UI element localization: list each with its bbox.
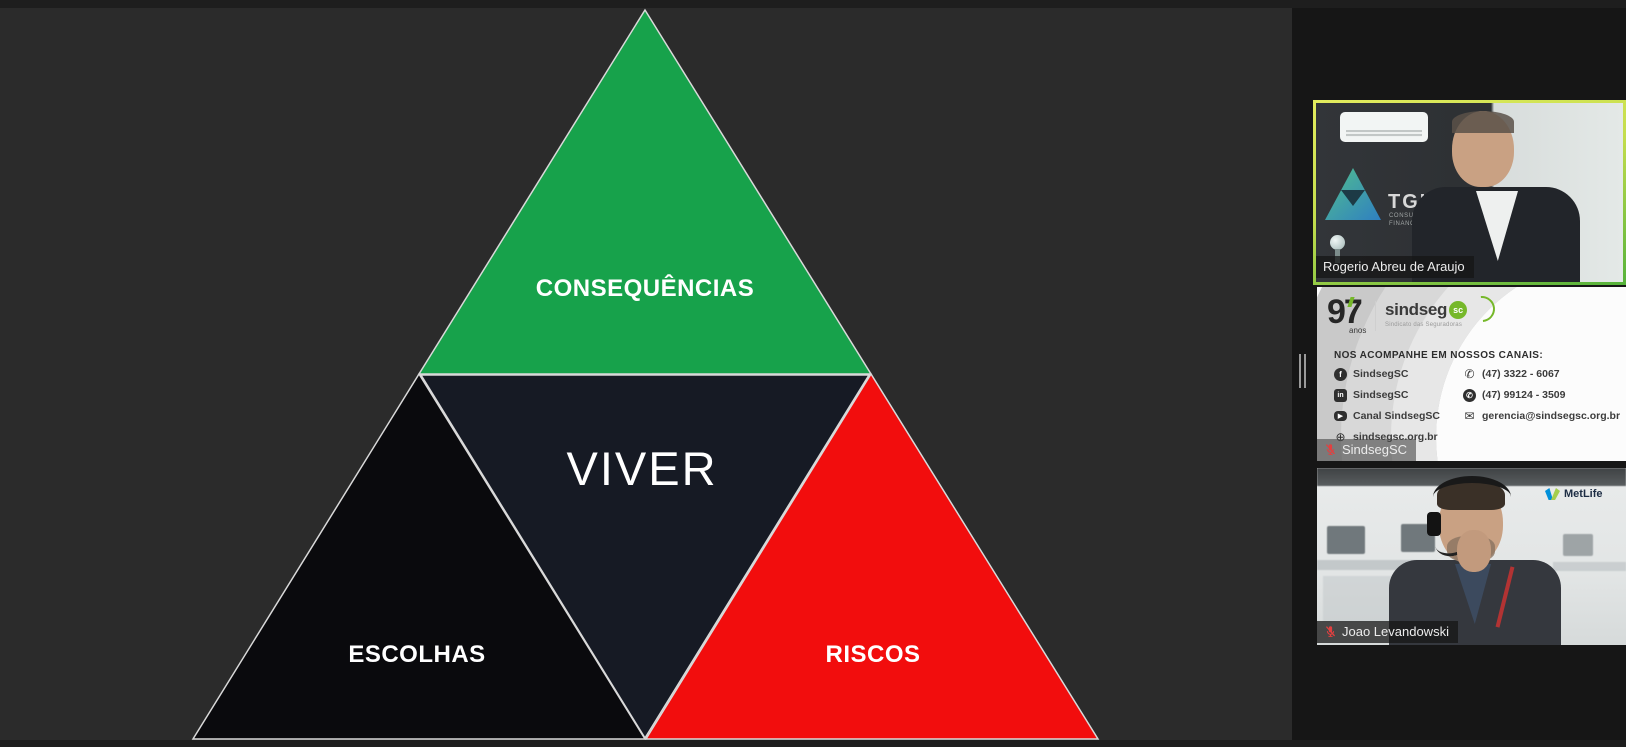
channel-row-youtube: ▶ Canal SindsegSC <box>1334 409 1440 423</box>
mic-muted-icon <box>1325 444 1336 455</box>
headset-band <box>1433 476 1511 518</box>
channels-column-social: f SindsegSC in SindsegSC ▶ Canal Sindseg… <box>1334 367 1440 444</box>
channels-column-contact: ✆ (47) 3322 - 6067 ✆ (47) 99124 - 3509 ✉… <box>1463 367 1620 423</box>
hand-over-mouth <box>1457 530 1491 572</box>
label-escolhas: ESCOLHAS <box>348 641 486 668</box>
email-icon: ✉ <box>1464 409 1475 423</box>
shared-screen-slide: CONSEQUÊNCIAS VIVER ESCOLHAS RISCOS <box>0 8 1292 740</box>
pyramid-diagram <box>191 8 1100 740</box>
globe-icon: ⊕ <box>1335 430 1346 444</box>
channel-label: SindsegSC <box>1353 389 1409 401</box>
metlife-logo-text: MetLife <box>1564 488 1603 500</box>
sindseg-logo-row: sindseg sc <box>1385 290 1501 328</box>
office-monitor <box>1563 534 1593 556</box>
channel-label: SindsegSC <box>1353 368 1409 380</box>
sc-badge: sc <box>1449 301 1468 319</box>
triangle-escolhas <box>191 372 647 740</box>
sc-swoosh-arc <box>1463 290 1501 328</box>
participant-name-label: Rogerio Abreu de Araujo <box>1316 256 1474 278</box>
channel-row-facebook: f SindsegSC <box>1334 367 1440 381</box>
metlife-logo: MetLife <box>1545 488 1603 500</box>
participant-name-text: SindsegSC <box>1342 442 1408 457</box>
tgl-logo-icon <box>1325 168 1381 220</box>
channel-row-linkedin: in SindsegSC <box>1334 388 1440 402</box>
label-viver: VIVER <box>566 442 718 495</box>
contact-label: (47) 3322 - 6067 <box>1482 368 1560 380</box>
triangle-consequencias <box>417 8 873 375</box>
office-desk <box>1553 562 1626 571</box>
contact-row-email: ✉ gerencia@sindsegsc.org.br <box>1463 409 1620 423</box>
anniversary-word: anos <box>1349 326 1367 335</box>
logo-divider <box>1375 301 1376 331</box>
channels-heading: NOS ACOMPANHE EM NOSSOS CANAIS: <box>1334 350 1544 361</box>
participant-name-label: SindsegSC <box>1317 439 1417 461</box>
channel-label: Canal SindsegSC <box>1353 410 1440 422</box>
anniversary-number: 97 <box>1327 293 1363 331</box>
whatsapp-icon: ✆ <box>1463 388 1476 402</box>
sidebar-resize-handle[interactable] <box>1299 354 1307 388</box>
office-monitor <box>1327 526 1365 554</box>
triangle-viver <box>419 374 871 740</box>
label-consequencias: CONSEQUÊNCIAS <box>535 275 755 302</box>
participant-name-text: Rogerio Abreu de Araujo <box>1323 259 1465 274</box>
contact-row-whatsapp: ✆ (47) 99124 - 3509 <box>1463 388 1620 402</box>
window-top-edge <box>0 0 1626 8</box>
participant-face <box>1452 111 1514 187</box>
label-riscos: RISCOS <box>825 641 921 668</box>
participant-name-text: Joao Levandowski <box>1342 624 1449 639</box>
anniversary-logo: 97 anos <box>1327 293 1366 335</box>
contact-label: gerencia@sindsegsc.org.br <box>1482 410 1621 422</box>
facebook-icon: f <box>1334 367 1347 381</box>
office-desk <box>1317 560 1437 570</box>
sindseg-logo-text: sindseg <box>1385 300 1448 319</box>
resize-grip-line <box>1299 354 1301 388</box>
linkedin-icon: in <box>1334 388 1347 402</box>
phone-icon: ✆ <box>1464 367 1475 381</box>
mic-muted-icon <box>1325 626 1336 637</box>
sindseg-logo: sindseg sc Sindicato das Seguradoras <box>1385 290 1501 328</box>
headset-earcup <box>1427 512 1441 536</box>
contact-label: (47) 99124 - 3509 <box>1482 389 1566 401</box>
air-conditioner <box>1340 112 1428 142</box>
video-tile-rogerio[interactable]: TGL CONSULTORIA FINANCEIRA Rogerio Abreu… <box>1313 100 1626 285</box>
metlife-mark-blue <box>1545 488 1553 500</box>
contact-row-phone: ✆ (47) 3322 - 6067 <box>1463 367 1620 381</box>
triangle-riscos <box>644 372 1100 740</box>
sindseg-logo-subtitle: Sindicato das Seguradoras <box>1385 322 1463 328</box>
metlife-mark-green <box>1551 488 1560 500</box>
sindseg-panel: 97 anos sindseg sc Sindicato das Segurad… <box>1317 287 1626 461</box>
glass-trophy <box>1330 235 1345 263</box>
video-frame: TGL CONSULTORIA FINANCEIRA Rogerio Abreu… <box>1316 103 1623 282</box>
youtube-icon: ▶ <box>1334 411 1347 421</box>
resize-grip-line <box>1304 354 1306 388</box>
video-tile-joao[interactable]: MetLife Joao Levandowski <box>1317 468 1626 645</box>
video-tile-sindsegsc[interactable]: 97 anos sindseg sc Sindicato das Segurad… <box>1317 287 1626 461</box>
participant-name-label: Joao Levandowski <box>1317 621 1458 643</box>
metlife-logo-icon <box>1545 488 1560 500</box>
window-bottom-edge <box>0 740 1626 747</box>
